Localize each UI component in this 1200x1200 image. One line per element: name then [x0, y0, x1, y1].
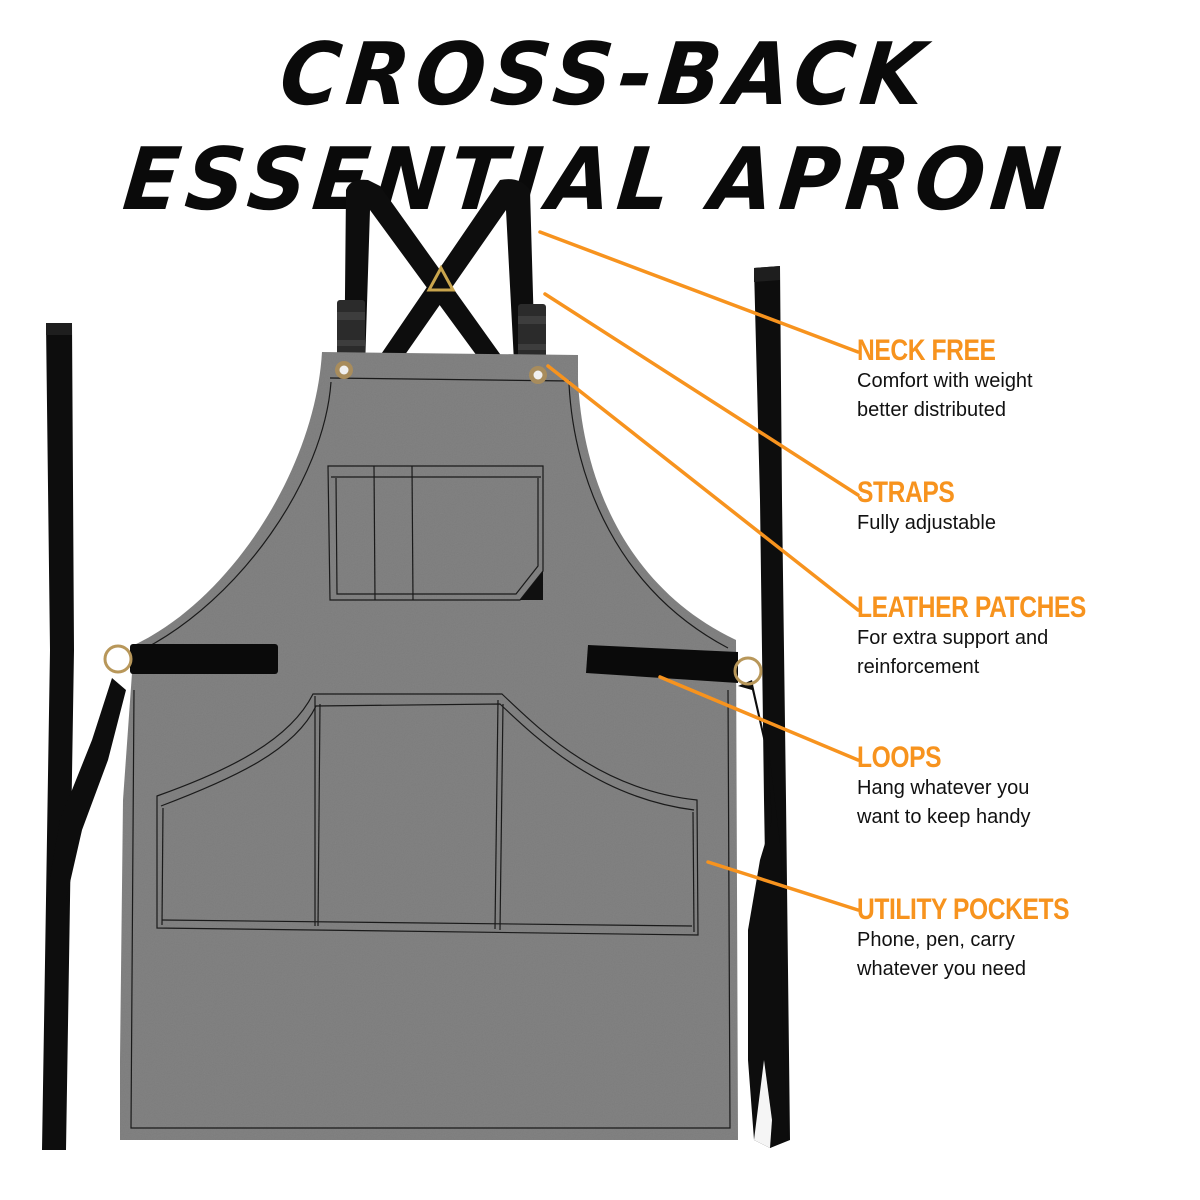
callout-leather-patches: LEATHER PATCHES For extra support and re…: [857, 593, 1136, 681]
callout-line-straps: [543, 292, 860, 497]
callout-line-utility-pockets: [706, 860, 860, 912]
callout-neck-free: NECK FREE Comfort with weight better dis…: [857, 336, 1033, 424]
callout-description-line1: Phone, pen, carry: [857, 929, 1015, 951]
callout-heading: LEATHER PATCHES: [857, 591, 1086, 624]
callout-line-leather-patches: [546, 364, 860, 612]
left-loop: [130, 644, 278, 674]
d-ring-icon-left: [103, 644, 133, 674]
callout-description-line2: reinforcement: [857, 656, 980, 678]
grommet-icon-right: [529, 366, 547, 384]
callout-description-line1: Fully adjustable: [857, 512, 996, 534]
callout-heading: NECK FREE: [857, 334, 996, 367]
callout-description-line1: Comfort with weight: [857, 370, 1033, 392]
utility-pockets: [156, 693, 699, 936]
brass-triangle-icon: [426, 264, 456, 292]
callout-lines: [538, 230, 860, 912]
callout-line-neck-free: [538, 230, 860, 354]
callout-description-line1: For extra support and: [857, 627, 1049, 649]
callout-line-loops: [658, 675, 860, 762]
callout-description-line2: whatever you need: [857, 958, 1027, 980]
grommet-icon-left: [335, 361, 353, 379]
callout-heading: UTILITY POCKETS: [857, 893, 1070, 926]
d-ring-icon-right: [733, 656, 763, 686]
callout-description-line2: better distributed: [857, 399, 1006, 421]
right-waist-tie: [738, 266, 790, 1148]
callout-heading: LOOPS: [857, 741, 942, 774]
apron-body: [120, 352, 738, 1140]
right-loop: [586, 645, 738, 683]
logo-patch: [520, 571, 543, 600]
leather-patches: [337, 300, 546, 362]
callout-heading: STRAPS: [857, 476, 955, 509]
callout-straps: STRAPS Fully adjustable: [857, 478, 996, 537]
left-waist-tie: [42, 323, 126, 1150]
callout-utility-pockets: UTILITY POCKETS Phone, pen, carry whatev…: [857, 895, 1116, 983]
callout-description-line1: Hang whatever you: [857, 777, 1030, 799]
callout-description-line2: want to keep handy: [857, 806, 1031, 828]
callout-loops: LOOPS Hang whatever you want to keep han…: [857, 743, 1030, 831]
